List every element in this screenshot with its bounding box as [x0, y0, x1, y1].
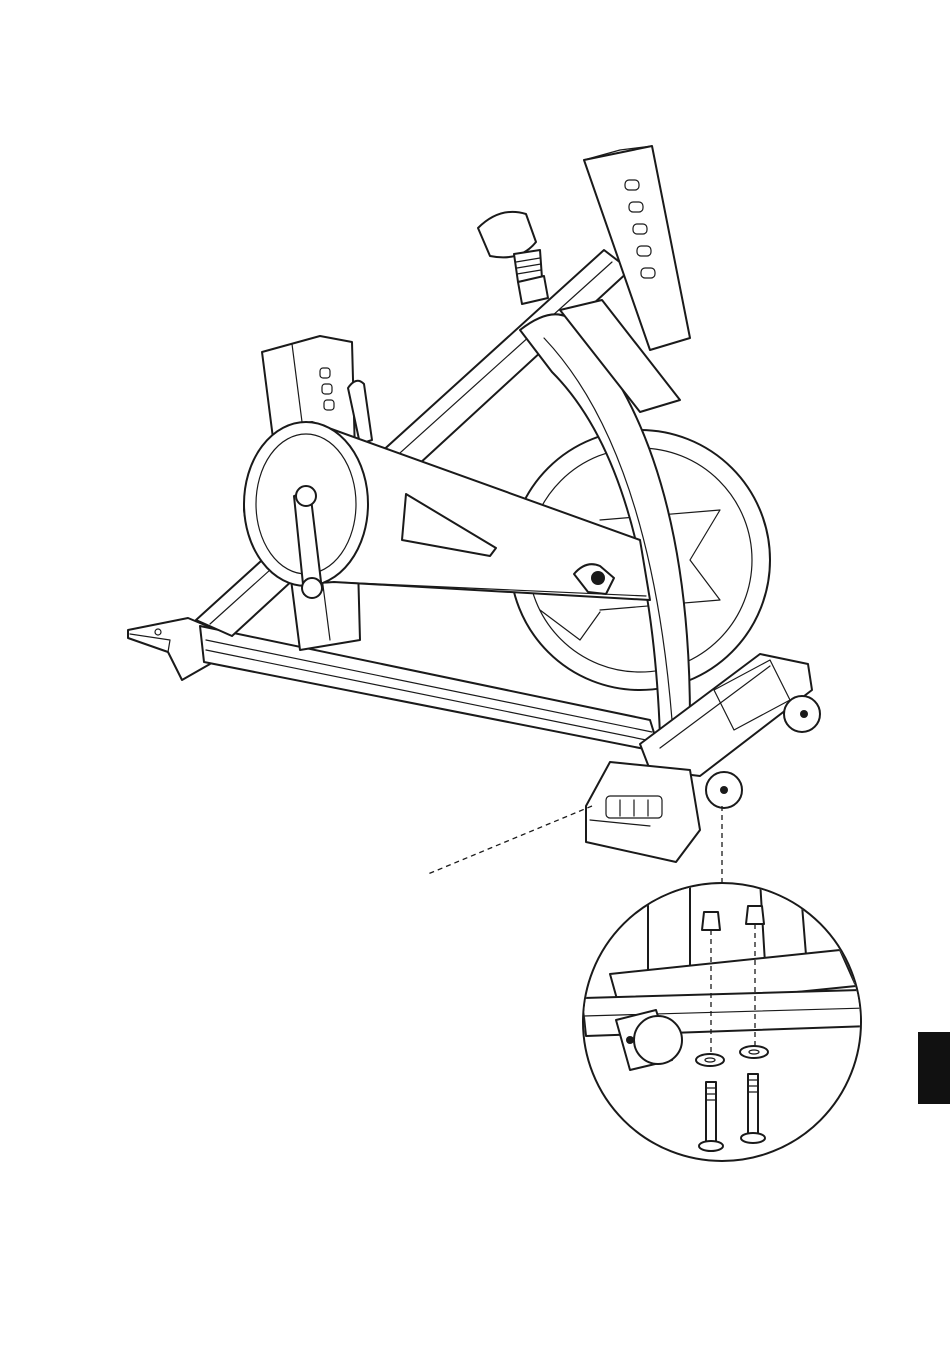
section-tab: [918, 1032, 950, 1104]
detail-circle: [582, 880, 870, 1161]
leader-line-left: [428, 806, 592, 874]
tension-knob-top: [478, 212, 548, 304]
